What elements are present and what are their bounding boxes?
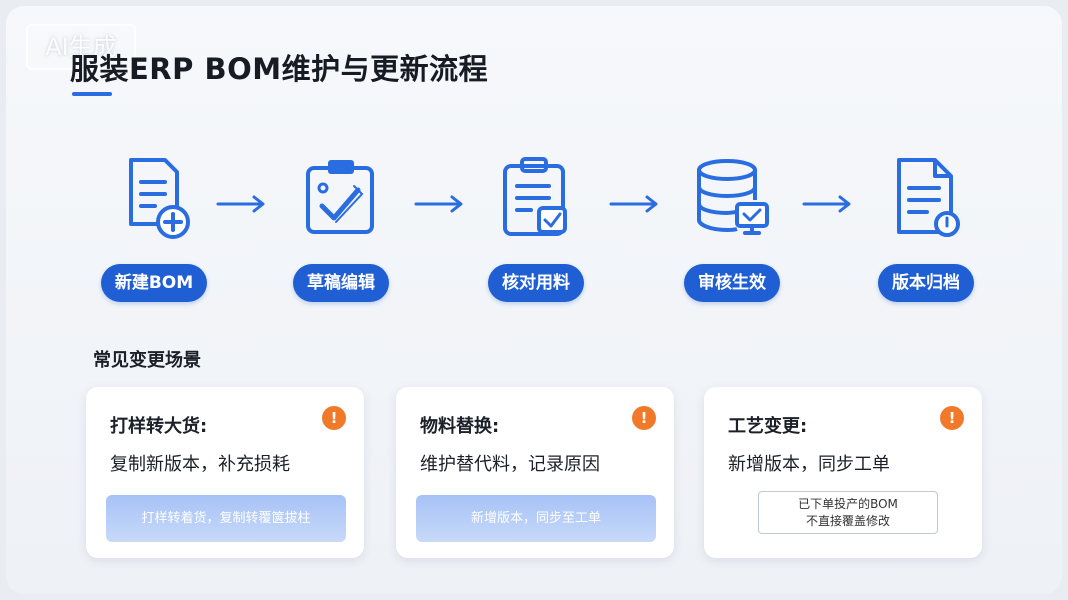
step-label: 新建BOM — [100, 264, 208, 302]
ai-watermark: AI生成 — [26, 24, 136, 70]
section-title: 常见变更场景 — [93, 350, 201, 371]
step-label: 审核生效 — [684, 264, 780, 302]
scenario-card: 物料替换: ! 维护替代料，记录原因 新增版本，同步至工单 — [396, 387, 674, 558]
warning-icon: ! — [322, 406, 346, 430]
arrow-right-icon — [216, 195, 265, 213]
document-plus-icon — [129, 158, 190, 239]
step-draft-edit: 草稿编辑 — [271, 154, 411, 302]
card-note: 已下单投产的BOM 不直接覆盖修改 — [758, 491, 938, 534]
checklist-icon — [503, 157, 567, 236]
page-title: 服装ERP BOM维护与更新流程 — [70, 52, 489, 86]
arrow-right-icon — [802, 195, 851, 213]
card-body: 复制新版本，补充损耗 — [110, 454, 290, 475]
step-new-bom: 新建BOM — [84, 154, 224, 302]
step-review-approve: 审核生效 — [662, 154, 802, 302]
clipboard-check-icon — [306, 160, 374, 234]
card-hint: 打样转着货，复制转覆箧拔柱 — [106, 495, 346, 542]
step-verify-material: 核对用料 — [466, 154, 606, 302]
arrow-right-icon — [414, 195, 463, 213]
document-archive-icon — [897, 158, 960, 237]
card-hint: 新增版本，同步至工单 — [416, 495, 656, 542]
warning-icon: ! — [632, 406, 656, 430]
card-heading: 工艺变更: — [728, 416, 808, 437]
arrow-right-icon — [609, 195, 658, 213]
warning-icon: ! — [940, 406, 964, 430]
slide-canvas: AI生成 服装ERP BOM维护与更新流程 新建BOM 草稿编辑 — [6, 6, 1062, 594]
step-label: 草稿编辑 — [293, 264, 389, 302]
database-check-icon — [697, 159, 769, 235]
step-version-archive: 版本归档 — [856, 154, 996, 302]
card-body: 新增版本，同步工单 — [728, 454, 890, 475]
card-heading: 打样转大货: — [110, 416, 208, 437]
card-heading: 物料替换: — [420, 416, 500, 437]
note-line: 已下单投产的BOM — [798, 497, 898, 511]
note-line: 不直接覆盖修改 — [805, 514, 890, 528]
step-label: 核对用料 — [488, 264, 584, 302]
card-body: 维护替代料，记录原因 — [420, 454, 600, 475]
title-underline — [72, 92, 112, 96]
step-label: 版本归档 — [878, 264, 974, 302]
scenario-card: 打样转大货: ! 复制新版本，补充损耗 打样转着货，复制转覆箧拔柱 — [86, 387, 364, 558]
scenario-card: 工艺变更: ! 新增版本，同步工单 已下单投产的BOM 不直接覆盖修改 — [704, 387, 982, 558]
